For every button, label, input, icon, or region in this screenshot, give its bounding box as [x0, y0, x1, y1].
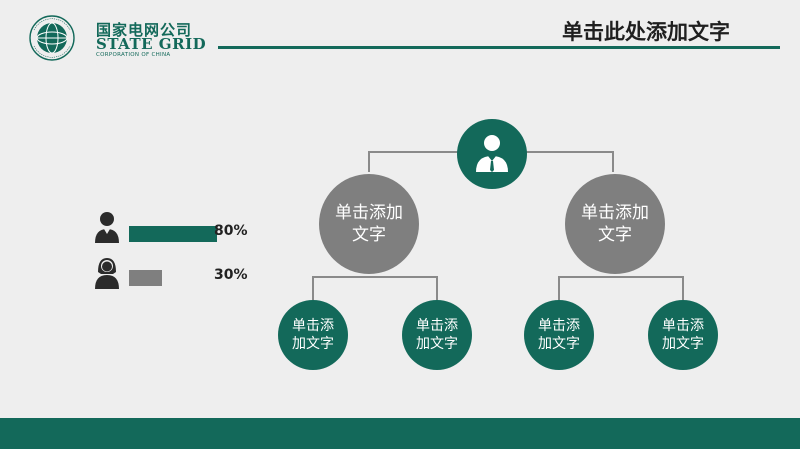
connector-right-level2	[558, 276, 684, 300]
logo-english-name: STATE GRID	[96, 35, 207, 53]
logo-subtitle: CORPORATION OF CHINA	[96, 52, 171, 58]
male-user-icon	[95, 212, 119, 243]
tree-level1-node-right[interactable]: 单击添加 文字	[565, 174, 665, 274]
female-user-icon	[95, 258, 119, 289]
tree-level2-node-4[interactable]: 单击添 加文字	[648, 300, 718, 370]
stat-value-male: 80%	[214, 223, 248, 239]
tree-level2-node-1[interactable]: 单击添 加文字	[278, 300, 348, 370]
tree-root-node[interactable]	[457, 119, 527, 189]
logo-chinese-name: 国家电网公司	[96, 21, 193, 39]
connector-left-level2	[312, 276, 438, 300]
footer-band	[0, 418, 800, 449]
stat-value-female: 30%	[214, 267, 248, 283]
tree-level1-node-left[interactable]: 单击添加 文字	[319, 174, 419, 274]
header-divider	[218, 46, 780, 49]
stat-bar-female	[129, 270, 162, 286]
tree-level2-node-3[interactable]: 单击添 加文字	[524, 300, 594, 370]
stat-bar-male	[129, 226, 217, 242]
slide-title[interactable]: 单击此处添加文字	[562, 20, 730, 44]
state-grid-logo	[29, 15, 75, 61]
businessman-icon	[476, 135, 508, 172]
tree-level2-node-2[interactable]: 单击添 加文字	[402, 300, 472, 370]
